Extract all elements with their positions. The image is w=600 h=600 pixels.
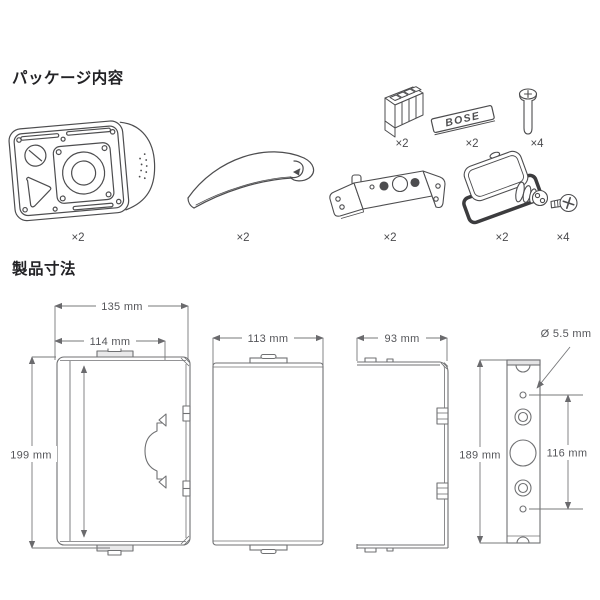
speaker-illustration — [8, 120, 156, 222]
package-item-logo-plate: BOSE — [428, 98, 498, 142]
package-item-pan-screw — [546, 188, 580, 218]
qty-pan-screw: ×4 — [556, 232, 570, 244]
qty-cover: ×2 — [236, 232, 250, 244]
bose-logo-plate-illustration: BOSE — [430, 105, 496, 136]
product-dimensions-title: 製品寸法 — [12, 261, 77, 278]
package-contents-title: パッケージ内容 — [12, 70, 124, 87]
connector-illustration — [384, 86, 424, 138]
junction-box-illustration — [462, 150, 548, 225]
qty-junction-box: ×2 — [495, 232, 509, 244]
side-view-drawing: 93 mm — [356, 330, 449, 553]
qty-bracket: ×2 — [383, 232, 397, 244]
package-item-cover — [182, 136, 322, 228]
machine-screw-illustration — [518, 88, 538, 135]
dimension-drawings: 135 mm 114 mm 199 mm — [0, 280, 600, 600]
dim-label-113mm: 113 mm — [248, 333, 289, 345]
rear-view-drawing: 189 mm 116 mm Ø 5.5 mm — [454, 328, 593, 544]
qty-connector: ×2 — [395, 138, 409, 150]
package-item-connector — [378, 82, 426, 140]
dim-label-93mm: 93 mm — [384, 333, 419, 345]
cover-illustration — [187, 151, 315, 209]
dim-label-116mm: 116 mm — [547, 448, 588, 460]
package-item-speaker — [8, 112, 163, 230]
dim-label-114mm: 114 mm — [90, 336, 131, 348]
dim-label-199mm: 199 mm — [10, 450, 52, 462]
bracket-illustration — [329, 170, 446, 219]
qty-speaker: ×2 — [71, 232, 85, 244]
package-item-junction-box — [456, 148, 548, 226]
dim-label-135mm: 135 mm — [101, 301, 143, 313]
dim-label-hole-diameter: Ø 5.5 mm — [541, 328, 592, 340]
pan-screw-illustration — [550, 193, 578, 213]
dimension-drawings-svg: 135 mm 114 mm 199 mm — [5, 298, 593, 556]
package-item-bracket — [326, 156, 448, 232]
top-view-drawing: 135 mm 114 mm 199 mm — [5, 298, 191, 556]
dim-label-189mm: 189 mm — [459, 450, 501, 462]
qty-logo-plate: ×2 — [465, 138, 479, 150]
package-item-machine-screw — [516, 86, 540, 140]
front-view-drawing: 113 mm — [212, 330, 324, 555]
qty-machine-screw: ×4 — [530, 138, 544, 150]
